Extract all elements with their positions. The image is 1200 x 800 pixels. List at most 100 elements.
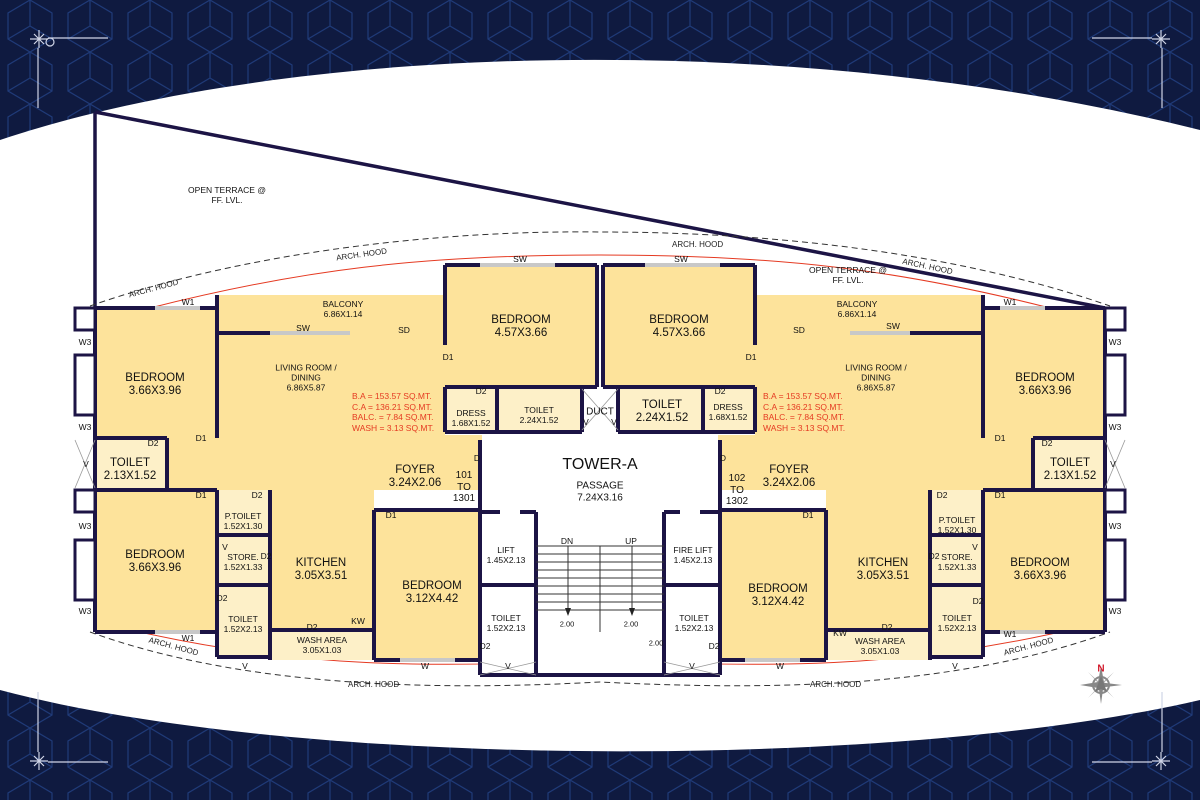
window-tag: W1 [1003,297,1017,307]
window-tag: W1 [1003,629,1017,639]
door-tag: D1 [745,352,757,362]
stair-width-right: 2.00 [623,619,639,629]
window-tag: SW [674,254,688,264]
window-tag: SW [513,254,527,264]
vent-tag: V [242,661,248,671]
stair-width-left: 2.00 [559,619,575,629]
door-tag: D2 [972,596,984,606]
stair-up-label: UP [625,536,637,546]
open-terrace-right-label: OPEN TERRACE @FF. LVL. [809,265,887,285]
area-summary-left: B.A = 153.57 SQ.MT.C.A = 136.21 SQ.MT.BA… [352,391,435,433]
window-tag: W1 [181,297,195,307]
corner-ornament-bottom-right-icon [1092,692,1170,770]
window-tag: W1 [181,633,195,643]
corner-ornament-top-right-icon [1092,30,1170,108]
stair-down-label: DN [560,536,574,546]
corner-ornament-top-left-icon [30,30,108,108]
door-tag: D1 [994,490,1006,500]
window-tag: KW [833,628,847,638]
door-tag: D1 [195,490,207,500]
window-tag: SW [886,321,900,331]
door-tag: D2 [475,386,487,396]
arch-hood-label: ARCH. HOOD [348,680,400,689]
arch-hood-dashed-bottom [89,631,1111,687]
window-tag: KW [351,616,365,626]
door-tag: D2 [714,386,726,396]
room-store-right[interactable]: STORE.1.52X1.33 [937,552,977,572]
arch-hood-label: ARCH. HOOD [810,680,862,689]
vent-tag: V [222,542,228,552]
door-tag: SD [398,325,410,335]
corner-ornament-bottom-left-icon [30,692,108,770]
window-tag: W [775,661,785,671]
window-tag: W3 [1108,606,1122,616]
window-tag: W [420,661,430,671]
door-tag: D [719,453,727,463]
arch-hood-label: ARCH. HOOD [672,240,724,249]
door-tag: D2 [147,438,159,448]
window-tag: W3 [1108,422,1122,432]
door-tag: D1 [802,510,814,520]
arch-hood-dashed-top [89,231,1111,307]
terrace-boundary [93,110,1106,310]
window-tag: W3 [78,422,92,432]
vent-tag: V [952,661,958,671]
window-tag: W3 [78,521,92,531]
vent-tag: V [1110,459,1116,469]
door-tag: D2 [928,551,940,561]
stair-width-landing: 2.00 [648,638,664,648]
vent-tag: V [583,417,589,427]
door-tag: SD [793,325,805,335]
door-tag: D2 [216,593,228,603]
area-summary-right: B.A = 153.57 SQ.MT.C.A = 136.21 SQ.MT.BA… [763,391,846,433]
window-tag: W3 [1108,521,1122,531]
window-tag: W3 [1108,337,1122,347]
room-store-left[interactable]: STORE.1.52X1.33 [223,552,263,572]
door-tag: D2 [708,641,720,651]
north-compass-icon [1080,666,1122,704]
vent-tag: V [689,661,695,671]
open-terrace-left-label: OPEN TERRACE @FF. LVL. [188,185,266,205]
arch-hood-red-top [149,254,1051,309]
door-tag: D2 [251,490,263,500]
door-tag: D2 [260,551,272,561]
vent-tag: V [505,661,511,671]
door-tag: D2 [479,641,491,651]
door-tag: D2 [936,490,948,500]
